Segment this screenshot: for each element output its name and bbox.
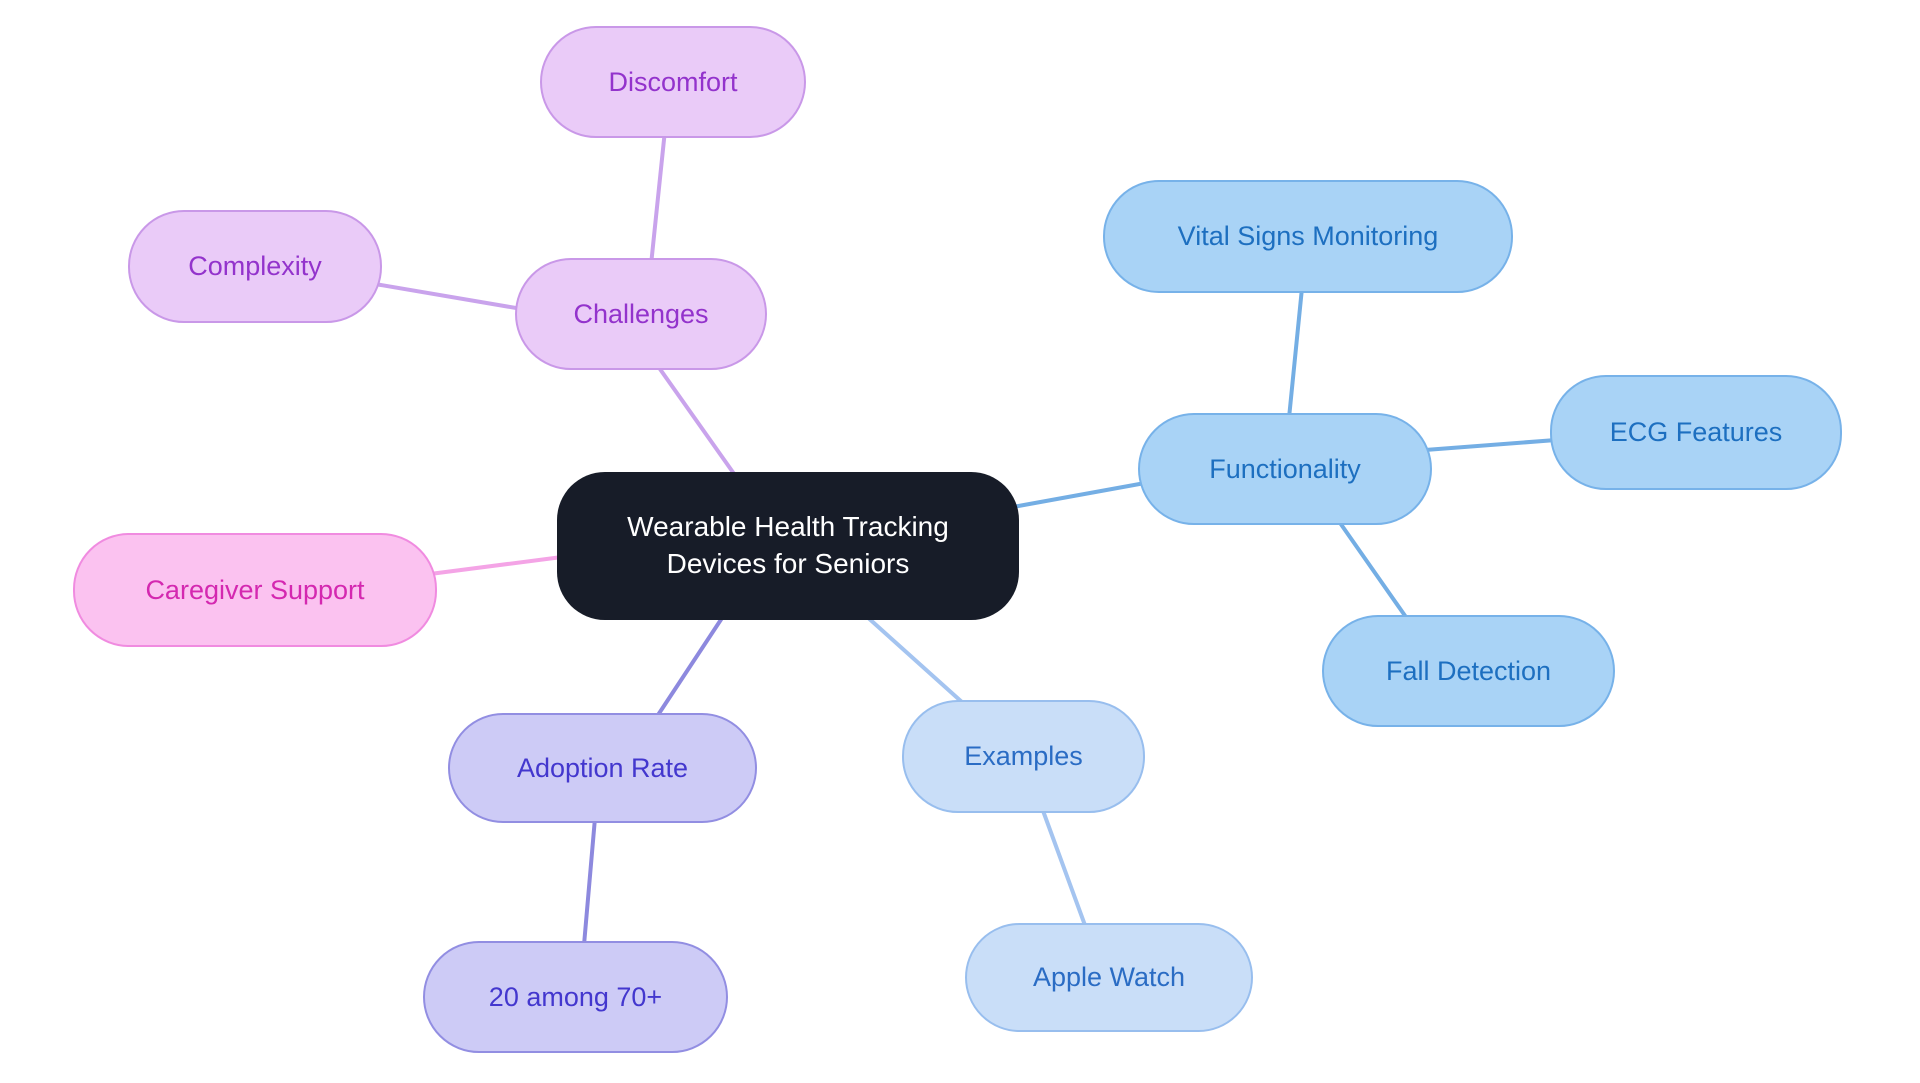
node-challenges[interactable]: Challenges [515,258,767,370]
edge-caregiver-central [428,555,564,576]
edge-applewatch-examples [1040,806,1088,930]
edge-complexity-challenges [373,282,524,311]
edge-functionality-central [1011,481,1147,509]
node-apple-watch[interactable]: Apple Watch [965,923,1253,1032]
node-ecg-features[interactable]: ECG Features [1550,375,1842,490]
edge-vitalsigns-functionality [1287,286,1304,420]
node-fall-detection[interactable]: Fall Detection [1322,615,1615,727]
node-adoption-rate[interactable]: Adoption Rate [448,713,757,823]
edge-challenges-central [653,360,739,480]
node-central-topic[interactable]: Wearable Health Tracking Devices for Sen… [557,472,1019,620]
node-functionality[interactable]: Functionality [1138,413,1432,525]
node-vital-signs-monitoring[interactable]: Vital Signs Monitoring [1103,180,1513,293]
edge-adoption-central [654,613,726,720]
node-discomfort[interactable]: Discomfort [540,26,806,138]
edge-ecg-functionality [1423,438,1558,452]
edge-falldetection-functionality [1336,518,1410,622]
edge-examples-central [863,613,965,705]
node-adoption-stat[interactable]: 20 among 70+ [423,941,728,1053]
node-complexity[interactable]: Complexity [128,210,382,323]
node-examples[interactable]: Examples [902,700,1145,813]
edge-discomfort-challenges [649,128,667,267]
node-caregiver-support[interactable]: Caregiver Support [73,533,437,647]
edge-stat-adoption [582,816,597,947]
